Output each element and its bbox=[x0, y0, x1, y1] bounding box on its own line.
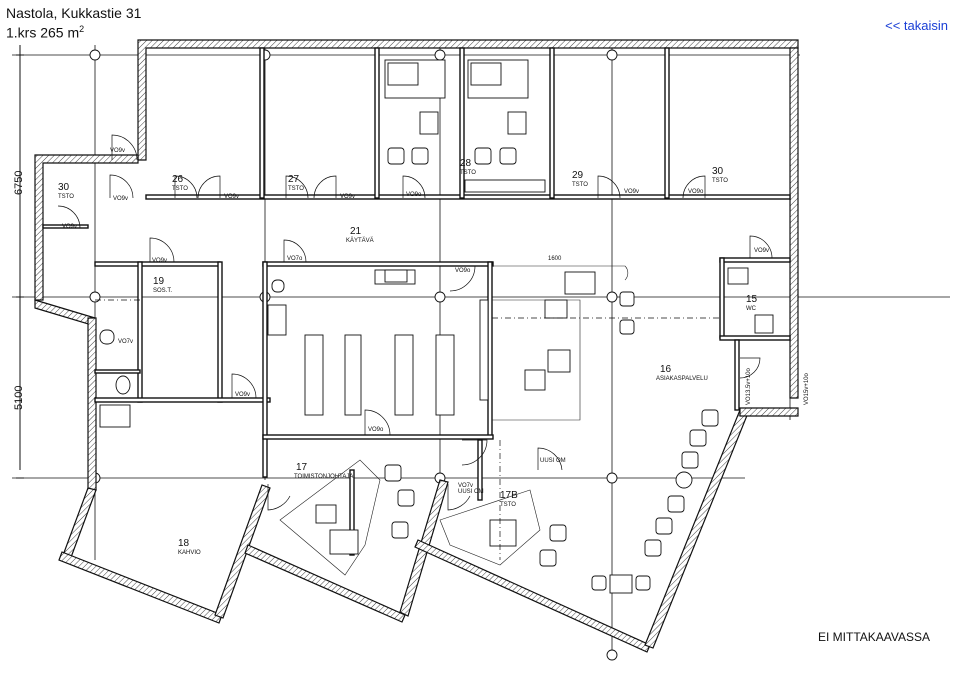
doors bbox=[57, 134, 773, 511]
room-labels: 26 TSTO 27 TSTO 28 TSTO 29 TSTO 30 TSTO … bbox=[58, 158, 758, 556]
room-18-name: KAHVIO bbox=[178, 550, 201, 556]
room-15-number: 15 bbox=[746, 294, 758, 305]
door-code: VO13.5v+10o bbox=[746, 367, 752, 405]
room-17-name: TOIMISTONJOHTAJA bbox=[294, 474, 353, 480]
door-code: VO9v bbox=[113, 196, 128, 202]
room-18-number: 18 bbox=[178, 538, 190, 549]
room-30b-name: TSTO bbox=[712, 178, 728, 184]
room-19-name: SOS.T. bbox=[153, 288, 172, 294]
door-code: VO9v bbox=[754, 248, 769, 254]
room-29-name: TSTO bbox=[572, 182, 588, 188]
door-code: VO9v bbox=[110, 148, 125, 154]
door-code-labels: VO9v VO9v VO9v VO9v VO9v VO9o VO9v VO9o … bbox=[62, 148, 810, 495]
door-code: VO9v bbox=[152, 258, 167, 264]
scale-note: EI MITTAKAAVASSA bbox=[818, 630, 931, 644]
dashed-lines bbox=[95, 299, 720, 560]
outer-walls bbox=[34, 39, 799, 653]
room-16-number: 16 bbox=[660, 364, 672, 375]
door-code: VO9v bbox=[62, 224, 77, 230]
room-27-number: 27 bbox=[288, 174, 300, 185]
door-code: VO15v+10o bbox=[804, 372, 810, 405]
room-28-number: 28 bbox=[460, 158, 472, 169]
width-label: 1600 bbox=[548, 256, 562, 262]
room-30a-number: 30 bbox=[58, 182, 70, 193]
room-17b-name: TSTO bbox=[500, 502, 516, 508]
door-code: VO9o bbox=[455, 268, 471, 274]
room-19-number: 19 bbox=[153, 276, 165, 287]
door-code: VO9o bbox=[406, 192, 422, 198]
door-code: VO7v bbox=[118, 339, 133, 345]
room-30a-name: TSTO bbox=[58, 194, 74, 200]
room-21-number: 21 bbox=[350, 226, 362, 237]
door-code: VO7v bbox=[458, 483, 473, 489]
room-15-name: WC bbox=[746, 306, 757, 312]
room-17b-number: 17B bbox=[500, 490, 518, 501]
floor-area: 1.krs 265 m bbox=[6, 24, 80, 41]
room-26-name: TSTO bbox=[172, 186, 188, 192]
page-title: Nastola, Kukkastie 31 bbox=[6, 5, 142, 21]
page-subtitle: 1.krs 265 m2 bbox=[6, 24, 84, 41]
door-code: VO9v bbox=[235, 392, 250, 398]
area-unit-superscript: 2 bbox=[79, 24, 85, 34]
room-26-number: 26 bbox=[172, 174, 184, 185]
room-16-name: ASIAKASPALVELU bbox=[656, 376, 708, 382]
room-30b-number: 30 bbox=[712, 166, 724, 177]
door-code: VO9o bbox=[368, 427, 384, 433]
room-21-name: KÄYTÄVÄ bbox=[346, 237, 374, 244]
door-code: UUSI OM bbox=[458, 489, 484, 495]
furniture bbox=[99, 59, 774, 594]
door-code: VO7o bbox=[287, 256, 303, 262]
door-code: VO9v bbox=[224, 194, 239, 200]
door-code: VO9v bbox=[624, 189, 639, 195]
door-code: VO9v bbox=[340, 194, 355, 200]
door-code: UUSI OM bbox=[540, 458, 566, 464]
back-link[interactable]: << takaisin bbox=[885, 18, 948, 33]
room-27-name: TSTO bbox=[288, 186, 304, 192]
interior-walls bbox=[42, 47, 791, 556]
door-code: VO9o bbox=[688, 189, 704, 195]
dimension-lower: 5100 bbox=[13, 386, 25, 410]
room-29-number: 29 bbox=[572, 170, 584, 181]
room-28-name: TSTO bbox=[460, 170, 476, 176]
dimension-upper: 6750 bbox=[13, 171, 25, 195]
room-17-number: 17 bbox=[296, 462, 308, 473]
